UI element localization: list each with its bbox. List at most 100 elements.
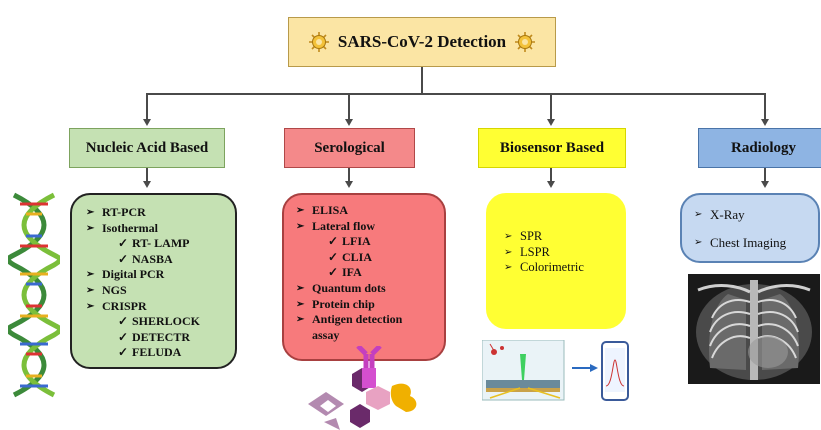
list-item-text: Colorimetric [520,260,584,275]
list-item-text: NASBA [132,251,173,266]
arrow-head-3 [546,119,555,126]
arrow-bullet-icon: ➢ [296,298,305,310]
arrow-bullet-icon: ➢ [86,300,95,312]
virus-icon [308,32,329,52]
list-item-text: LFIA [342,234,371,249]
list-item-text: DETECTR [132,329,191,344]
dna-helix-illustration [8,192,60,398]
list-item-text: Isothermal [102,220,158,235]
list-item: ➢ LSPR [504,245,612,261]
connector-drop-4 [764,93,766,119]
check-bullet-icon: ✓ [118,251,129,266]
list-item: ✓CLIA [296,250,432,266]
arrow-bullet-icon: ➢ [694,209,703,220]
diagram-title: SARS-CoV-2 Detection [337,32,507,51]
arrow-sub-2 [344,181,353,188]
connector-drop-2 [348,93,350,119]
list-item: ➢ CRISPR [86,299,223,315]
connector-sub-3 [550,167,552,181]
check-bullet-icon: ✓ [118,345,129,360]
check-bullet-icon: ✓ [328,265,339,280]
category-label: Serological [314,139,385,156]
arrow-bullet-icon: ➢ [296,220,305,232]
list-item: ✓SHERLOCK [86,314,223,330]
list-item-text: Digital PCR [102,267,165,282]
arrow-bullet-icon: ➢ [694,236,703,248]
connector-horizontal [146,93,764,95]
nucleic-acid-panel: ➢RT-PCR➢Isothermal✓RT- LAMP✓NASBA➢Digita… [70,193,237,369]
arrow-head-4 [760,119,769,126]
check-bullet-icon: ✓ [118,314,129,329]
list-item-text: LSPR [520,244,550,259]
category-serological: Serological [284,128,415,168]
list-item: ➢ Lateral flow [296,219,432,235]
category-biosensor: Biosensor Based [478,128,626,168]
connector-title-down [421,67,423,93]
category-radiology: Radiology [698,128,821,168]
list-item-text: SHERLOCK [132,314,201,329]
radiology-panel: ➢ X-Ray ➢ Chest Imaging [680,193,820,263]
list-item: ➢ Isothermal [86,221,223,237]
arrow-bullet-icon: ➢ [86,207,95,218]
check-bullet-icon: ✓ [328,249,339,264]
list-item-text: SPR [520,229,543,243]
arrow-sub-1 [142,181,151,188]
arrow-sub-3 [546,181,555,188]
list-item-text: X-Ray [710,207,745,222]
arrow-bullet-icon: ➢ [504,246,513,258]
connector-sub-4 [764,167,766,181]
list-item-text: ELISA [312,203,349,217]
arrow-head-1 [142,119,151,126]
list-item: assay [296,328,432,344]
serological-panel: ➢ELISA➢Lateral flow✓LFIA✓CLIA✓IFA➢Quantu… [282,193,446,361]
list-item-text: RT-PCR [102,205,146,219]
chest-xray-image [688,274,820,384]
list-item-text: Quantum dots [312,280,386,295]
list-item: ➢ ELISA [296,203,432,219]
list-item-text: assay [312,327,340,342]
list-item-text: NGS [102,282,127,297]
list-item: ➢ Quantum dots [296,281,432,297]
list-item: ✓NASBA [86,252,223,268]
arrow-sub-4 [760,181,769,188]
connector-drop-1 [146,93,148,119]
list-item-text: Protein chip [312,296,375,311]
biosensor-panel: ➢ SPR ➢ LSPR ➢ Colorimetric [486,193,626,329]
list-item: ➢ NGS [86,283,223,299]
title-box: SARS-CoV-2 Detection [288,17,556,67]
list-item-text: FELUDA [132,345,182,360]
arrow-bullet-icon: ➢ [504,231,513,242]
list-item: ✓LFIA [296,234,432,250]
list-item-text: IFA [342,265,362,280]
list-item: ➢ Chest Imaging [694,235,806,251]
arrow-bullet-icon: ➢ [86,269,95,281]
list-item: ✓RT- LAMP [86,236,223,252]
arrow-head-2 [344,119,353,126]
list-item: ➢ X-Ray [694,207,806,223]
list-item-text: CLIA [342,249,373,264]
category-label: Biosensor Based [499,139,605,156]
list-item: ✓FELUDA [86,345,223,361]
list-item-text: Lateral flow [312,218,375,233]
check-bullet-icon: ✓ [328,234,339,249]
list-item: ➢ RT-PCR [86,205,223,221]
arrow-bullet-icon: ➢ [296,205,305,216]
list-item-text: RT- LAMP [132,236,190,251]
arrow-bullet-icon: ➢ [296,282,305,294]
virus-icon [515,32,536,52]
arrow-bullet-icon: ➢ [504,262,513,274]
list-item-text: Chest Imaging [710,234,787,250]
list-item: ➢ Colorimetric [504,260,612,276]
connector-sub-2 [348,167,350,181]
connector-sub-1 [146,167,148,181]
list-item: ✓DETECTR [86,330,223,346]
list-item: ➢ Digital PCR [86,267,223,283]
arrow-bullet-icon: ➢ [86,222,95,234]
list-item: ✓IFA [296,265,432,281]
arrow-bullet-icon: ➢ [296,314,305,326]
connector-drop-3 [550,93,552,119]
antibody-antigen-illustration [308,346,417,430]
list-item-text: Antigen detection [312,312,403,327]
list-item-text: CRISPR [102,298,147,313]
arrow-bullet-icon: ➢ [86,284,95,296]
